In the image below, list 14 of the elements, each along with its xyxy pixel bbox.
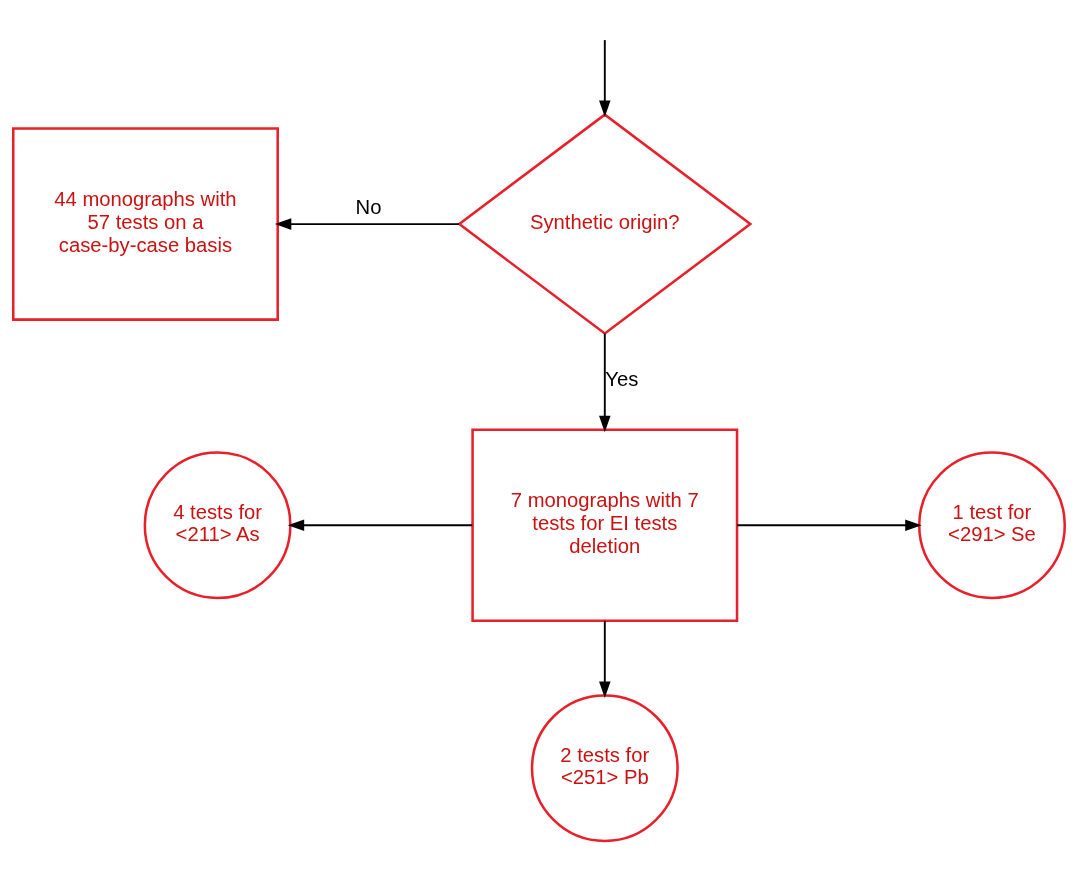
edge-label: No <box>355 195 382 218</box>
node-diamond: Synthetic origin? <box>457 113 753 336</box>
arrow <box>736 519 922 531</box>
arrow <box>599 332 611 433</box>
node-box: 44 monographs with 57 tests on a case-by-case basis <box>12 127 279 321</box>
node-box: 7 monographs with 7 tests for EI tests deletion <box>471 428 739 623</box>
arrow <box>599 619 611 699</box>
node-circle: 1 test for <291> Se <box>917 451 1066 600</box>
arrow <box>274 218 460 230</box>
node-circle: 2 tests for <251> Pb <box>530 694 679 843</box>
node-circle: 4 tests for <211> As <box>143 451 292 600</box>
arrow <box>287 519 474 531</box>
edge-label: Yes <box>605 368 639 391</box>
arrow <box>599 39 611 117</box>
